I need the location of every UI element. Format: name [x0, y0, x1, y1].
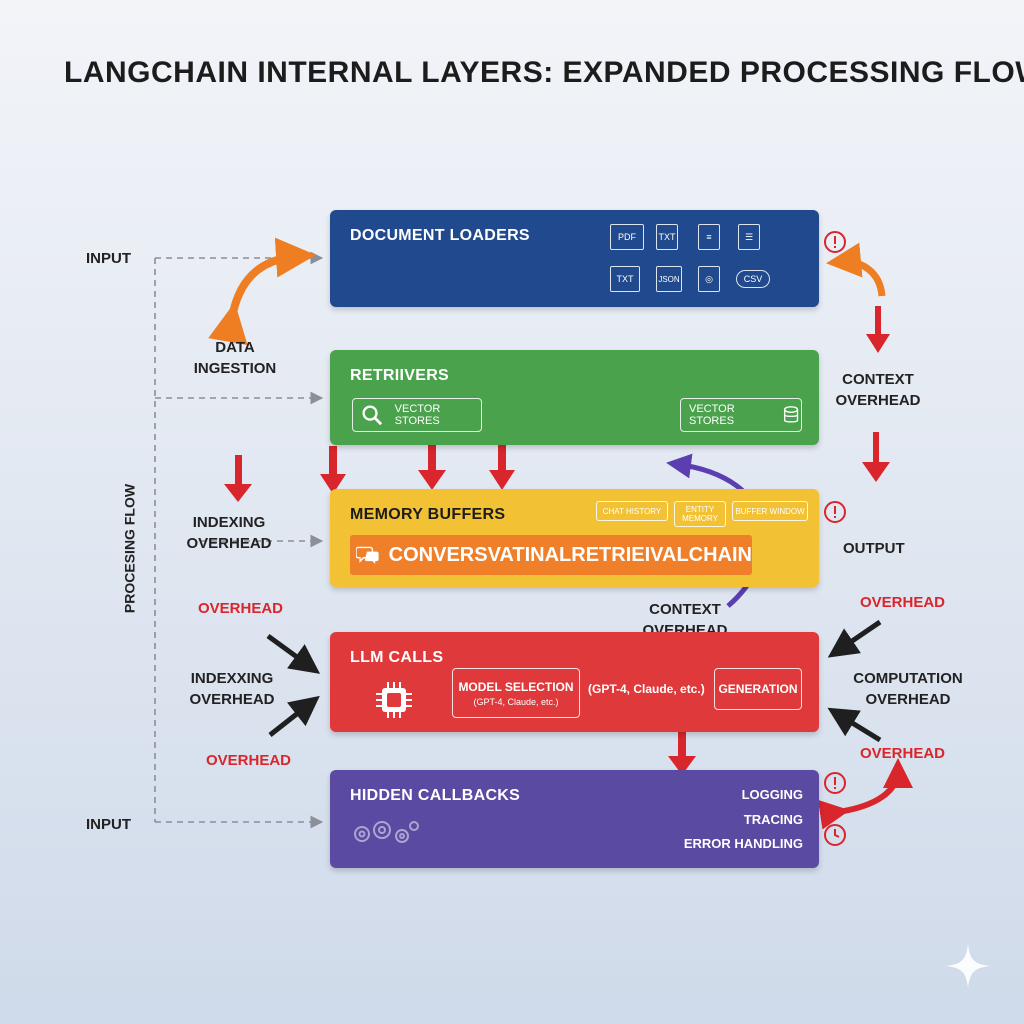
black-arrow-left-bottom [268, 695, 320, 737]
database-icon [783, 406, 799, 423]
layer-title: HIDDEN CALLBACKS [350, 787, 521, 804]
vector-stores-label: VECTOR STORES [394, 403, 441, 427]
red-down-arrows [224, 306, 890, 775]
data-ingestion-label: DATA INGESTION [193, 339, 277, 377]
chain-highlight: CONVERSVATINALRETRIEIVALCHAIN [350, 535, 752, 575]
csv-icon: CSV [736, 270, 770, 288]
document-icon: ≡ [698, 224, 720, 250]
model-examples-inline: (GPT-4, Claude, etc.) [588, 682, 705, 696]
model-selection-box: MODEL SELECTION (GPT-4, Claude, etc.) [452, 668, 580, 718]
black-arrow-right-bottom [827, 707, 882, 743]
json-file-icon: JSON [656, 266, 682, 292]
chip-icon [376, 682, 412, 718]
indexxing-overhead-label: INDEXXING OVERHEAD [189, 670, 275, 708]
output-label: OUTPUT [843, 540, 905, 557]
vector-stores-label: VECTOR STORES [689, 403, 735, 427]
vector-stores-search: VECTOR STORES [352, 398, 482, 432]
search-icon [362, 405, 383, 426]
overhead-label-left-top: OVERHEAD [198, 600, 284, 617]
indexing-overhead-label: INDEXING OVERHEAD [186, 514, 272, 552]
layer-title: DOCUMENT LOADERS [350, 227, 530, 244]
buffer-window-chip: BUFFER WINDOW [732, 501, 808, 521]
feedback-curved-arrow [826, 242, 886, 297]
retrievers-layer: RETRIIVERS VECTOR STORES VECTOR STORES [330, 350, 819, 445]
memory-buffers-layer: MEMORY BUFFERS CHAT HISTORY ENTITY MEMOR… [330, 489, 819, 587]
warning-icon [824, 231, 846, 253]
clock-icon [824, 824, 846, 846]
chat-bubbles-icon [356, 546, 379, 564]
black-arrow-right-top [827, 619, 882, 658]
txt-file-icon: TXT [656, 224, 678, 250]
computation-overhead-label: COMPUTATION OVERHEAD [853, 670, 963, 708]
chat-history-chip: CHAT HISTORY [596, 501, 668, 521]
document-loaders-layer: DOCUMENT LOADERS PDF TXT ≡ ☰ TXT JSON ◎ … [330, 210, 819, 307]
layer-title: MEMORY BUFFERS [350, 506, 506, 523]
pdf-file-icon: PDF [610, 224, 644, 250]
entity-memory-chip: ENTITY MEMORY [674, 501, 726, 527]
callback-logging: LOGGING [741, 787, 803, 802]
model-selection-label: MODEL SELECTION [458, 679, 574, 694]
ingestion-curved-arrow [208, 237, 316, 346]
layer-title: LLM CALLS [350, 649, 444, 666]
txt-file-icon: TXT [610, 266, 640, 292]
overhead-label-right-bottom: OVERHEAD [860, 745, 946, 762]
overhead-label-left-bottom: OVERHEAD [206, 752, 292, 769]
model-examples-label: (GPT-4, Claude, etc.) [473, 696, 559, 707]
generation-label: GENERATION [718, 682, 798, 696]
chain-name: CONVERSVATINALRETRIEIVALCHAIN [388, 543, 752, 566]
sparkle-icon [946, 944, 990, 988]
context-overhead-right-label: CONTEXT OVERHEAD [835, 371, 921, 409]
generation-box: GENERATION [714, 668, 802, 710]
input-label-bottom: INPUT [86, 816, 131, 833]
black-arrow-left-top [266, 633, 321, 674]
code-file-icon: ◎ [698, 266, 720, 292]
callback-error-handling: ERROR HANDLING [683, 836, 803, 851]
warning-icon [824, 772, 846, 794]
layer-title: RETRIIVERS [350, 367, 450, 384]
processing-flow-label: PROCESING FLOW [121, 483, 138, 614]
vector-stores-db: VECTOR STORES [680, 398, 802, 432]
overhead-curved-arrow [817, 758, 913, 830]
gears-icon [354, 821, 419, 843]
input-label-top: INPUT [86, 250, 131, 267]
page-title: LANGCHAIN INTERNAL LAYERS: EXPANDED PROC… [64, 56, 1024, 89]
callback-tracing: TRACING [743, 812, 803, 827]
overhead-label-right-top: OVERHEAD [860, 594, 946, 611]
hidden-callbacks-layer: HIDDEN CALLBACKS LOGGING TRACING ERROR H… [330, 770, 819, 868]
llm-calls-layer: LLM CALLS MODEL SELECTION (GPT-4, Claude… [330, 632, 819, 732]
warning-icon [824, 501, 846, 523]
list-document-icon: ☰ [738, 224, 760, 250]
